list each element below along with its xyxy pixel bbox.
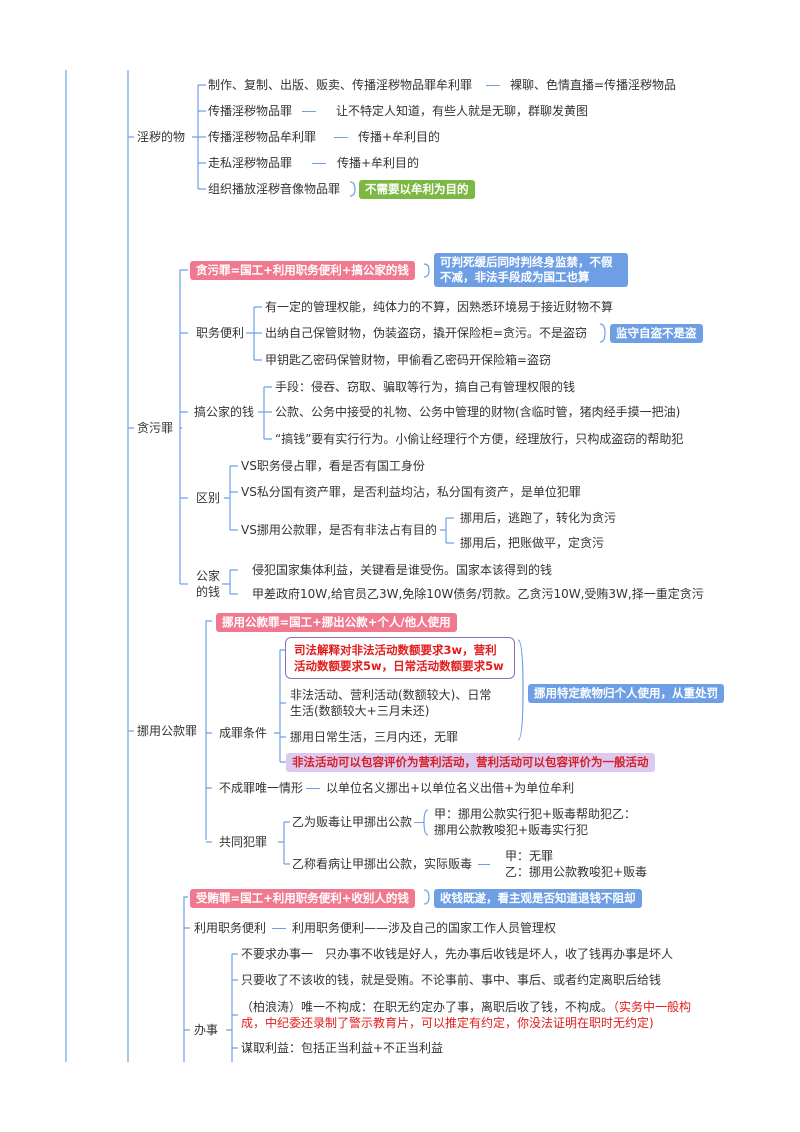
node-public-money: 搞公家的钱 — [194, 405, 255, 419]
conditions-item-1: 非法活动、营利活动(数额较大)、日常生活(数额较大+三月未还) — [290, 688, 492, 718]
dash — [478, 864, 490, 865]
topic-embezzlement: 贪污罪 — [137, 421, 174, 435]
s1-item-3-note: 传播+牟利目的 — [358, 130, 441, 144]
node-official-convenience: 职务便利 — [196, 326, 245, 340]
node-only-exception: 不成罪唯一情形 — [219, 781, 304, 795]
topic-misappropriation: 挪用公款罪 — [137, 724, 198, 738]
convenience-item-1: 有一定的管理权能，纯体力的不算，因熟悉环境易于接近财物不算 — [265, 300, 614, 314]
use-of-office-note: 利用职务便利——涉及自己的国家工作人员管理权 — [292, 921, 557, 935]
topic-obscene-items: 淫秽的物 — [137, 130, 186, 144]
distinction-sub-2: 挪用后，把账做平，定贪污 — [460, 536, 605, 550]
amount-threshold-callout: 司法解释对非法活动数额要求3w，营利活动数额要求5w，日常活动数额要求5w — [285, 637, 515, 679]
s1-item-2: 传播淫秽物品罪 — [208, 104, 293, 118]
state-money-item-1: 侵犯国家集体利益，关键看是谁受伤。国家本该得到的钱 — [252, 563, 553, 577]
tag-no-profit-needed: 不需要以牟利为目的 — [359, 180, 475, 199]
node-state-money-a: 公家 — [196, 569, 221, 583]
distinction-sub-1: 挪用后，逃跑了，转化为贪污 — [460, 511, 617, 525]
do-things-item-3-main: （柏浪涛）唯一不构成：在职无约定办了事，离职后收了钱，不构成。 — [241, 1000, 614, 1014]
embezzlement-definition: 贪污罪=国工+利用职务便利+搞公家的钱 — [190, 261, 415, 280]
s1-item-4-note: 传播+牟利目的 — [337, 156, 420, 170]
node-distinction: 区别 — [196, 491, 221, 505]
conditions-item-2: 挪用日常生活，三月内还，无罪 — [290, 730, 459, 744]
s1-item-3: 传播淫秽物品牟利罪 — [208, 130, 317, 144]
s1-item-1-note: 裸聊、色情直播=传播淫秽物品 — [510, 78, 677, 92]
joint-case-2: 乙称看病让甲挪出公款，实际贩毒 — [292, 857, 473, 871]
do-things-item-3: （柏浪涛）唯一不构成：在职无约定办了事，离职后收了钱，不构成。（实务中一般构成，… — [241, 999, 701, 1031]
public-money-item-1: 手段：侵吞、窃取、骗取等行为，搞自己有管理权限的钱 — [275, 380, 576, 394]
convenience-item-3: 甲钥匙乙密码保管财物，甲偷看乙密码开保险箱=盗窃 — [265, 353, 552, 367]
node-state-money-b: 的钱 — [196, 585, 221, 599]
public-money-item-3: “搞钱”要有实行行为。小偷让经理行个方便，经理放行，只构成盗窃的帮助犯 — [275, 432, 684, 446]
node-do-things: 办事 — [194, 1023, 219, 1037]
s1-item-2-note: 让不特定人知道，有些人就是无聊，群聊发黄图 — [336, 104, 589, 118]
dash — [414, 822, 424, 823]
joint-case-1-line-2: 挪用公款教唆犯+贩毒实行犯 — [434, 823, 589, 837]
joint-case-2-line-2: 乙：挪用公款教唆犯+贩毒 — [505, 865, 648, 879]
joint-case-1-line-1: 甲：挪用公款实行犯+贩毒帮助犯乙： — [434, 807, 637, 821]
dash — [306, 788, 320, 789]
tag-inclusive-evaluation: 非法活动可以包容评价为营利活动，营利活动可以包容评价为一般活动 — [286, 753, 655, 772]
s1-item-1: 制作、复制、出版、贩卖、传播淫秽物品罪牟利罪 — [208, 78, 473, 92]
dash — [272, 928, 286, 929]
do-things-item-1: 不要求办事一 只办事不收钱是好人，先办事后收钱是坏人，收了钱再办事是坏人 — [241, 947, 674, 961]
dash — [312, 163, 326, 164]
dash — [486, 85, 500, 86]
do-things-item-2: 只要收了不该收的钱，就是受贿。不论事前、事中、事后、或者约定离职后给钱 — [241, 973, 662, 987]
node-crime-conditions: 成罪条件 — [219, 726, 268, 740]
node-use-of-office: 利用职务便利 — [194, 921, 267, 935]
dash — [302, 111, 316, 112]
only-exception-note: 以单位名义挪出+以单位名义出借+为单位牟利 — [326, 781, 575, 795]
s1-item-4: 走私淫秽物品罪 — [208, 156, 293, 170]
tag-special-funds: 挪用特定款物归个人使用，从重处罚 — [528, 684, 724, 703]
do-things-item-4: 谋取利益：包括正当利益+不正当利益 — [241, 1041, 444, 1055]
dash — [334, 137, 348, 138]
node-joint-crime: 共同犯罪 — [219, 835, 268, 849]
joint-case-2-line-1: 甲：无罪 — [505, 849, 554, 863]
distinction-item-1: VS职务侵占罪，看是否有国工身份 — [241, 459, 425, 473]
state-money-item-2: 甲差政府10W,给官员乙3W,免除10W债务/罚款。乙贪污10W,受贿3W,择一… — [252, 587, 704, 601]
bribery-note: 收钱既遂，看主观是否知道退钱不阻却 — [434, 889, 642, 908]
brace-s1 — [349, 181, 356, 197]
convenience-item-2: 出纳自己保管财物，伪装盗窃，撬开保险柜=贪污。不是盗窃 — [265, 326, 588, 340]
s1-item-5: 组织播放淫秽音像物品罪 — [208, 182, 341, 196]
distinction-item-2: VS私分国有资产罪，是否利益均沾，私分国有资产，是单位犯罪 — [241, 485, 581, 499]
distinction-item-3: VS挪用公款罪，是否有非法占有目的 — [241, 523, 437, 537]
misappropriation-definition: 挪用公款罪=国工+挪出公款+个人/他人使用 — [216, 613, 457, 632]
tag-not-theft: 监守自盗不是盗 — [610, 324, 703, 343]
embezzlement-note: 可判死缓后同时判终身监禁，不假不减，非法手段成为国工也算 — [434, 253, 628, 287]
do-things-item-3-red: （实务中一般构成，中纪委还录制了警示教育片，可以推定有约定，你没法证明在职时无约… — [241, 1000, 692, 1030]
bribery-definition: 受贿罪=国工+利用职务便利+收别人的钱 — [190, 889, 415, 908]
joint-case-1: 乙为贩毒让甲挪出公款 — [292, 815, 413, 829]
public-money-item-2: 公款、公务中接受的礼物、公务中管理的财物(含临时管，猪肉经手摸一把油) — [275, 405, 681, 419]
